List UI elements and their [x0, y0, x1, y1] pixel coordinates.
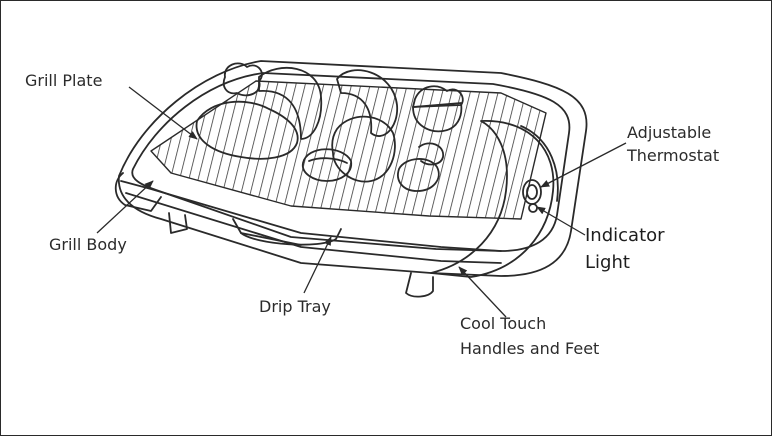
- label-thermostat-line2: Thermostat: [627, 146, 720, 165]
- label-drip-tray: Drip Tray: [259, 297, 331, 316]
- leader-cool-touch: [458, 266, 507, 318]
- cool-touch-handle-right: [430, 120, 555, 278]
- leader-grill-body: [96, 180, 154, 234]
- indicator-light: [528, 203, 538, 213]
- grill-plate-surface: [150, 80, 547, 220]
- grill-body-shell: [118, 60, 588, 277]
- right-foot: [405, 272, 434, 298]
- drip-tray: [232, 218, 342, 246]
- label-grill-body: Grill Body: [49, 235, 127, 254]
- label-indicator-line2: Light: [585, 252, 630, 273]
- leader-drip-tray: [303, 236, 332, 294]
- leader-indicator: [536, 206, 586, 236]
- label-cool-touch-line1: Cool Touch: [460, 314, 547, 333]
- leader-thermostat: [540, 142, 627, 188]
- label-indicator-line1: Indicator: [585, 225, 665, 246]
- label-grill-plate: Grill Plate: [25, 71, 103, 90]
- left-foot: [168, 212, 188, 234]
- leader-grill-plate: [128, 86, 198, 140]
- label-cool-touch-line2: Handles and Feet: [460, 339, 600, 358]
- label-thermostat-line1: Adjustable: [627, 123, 712, 142]
